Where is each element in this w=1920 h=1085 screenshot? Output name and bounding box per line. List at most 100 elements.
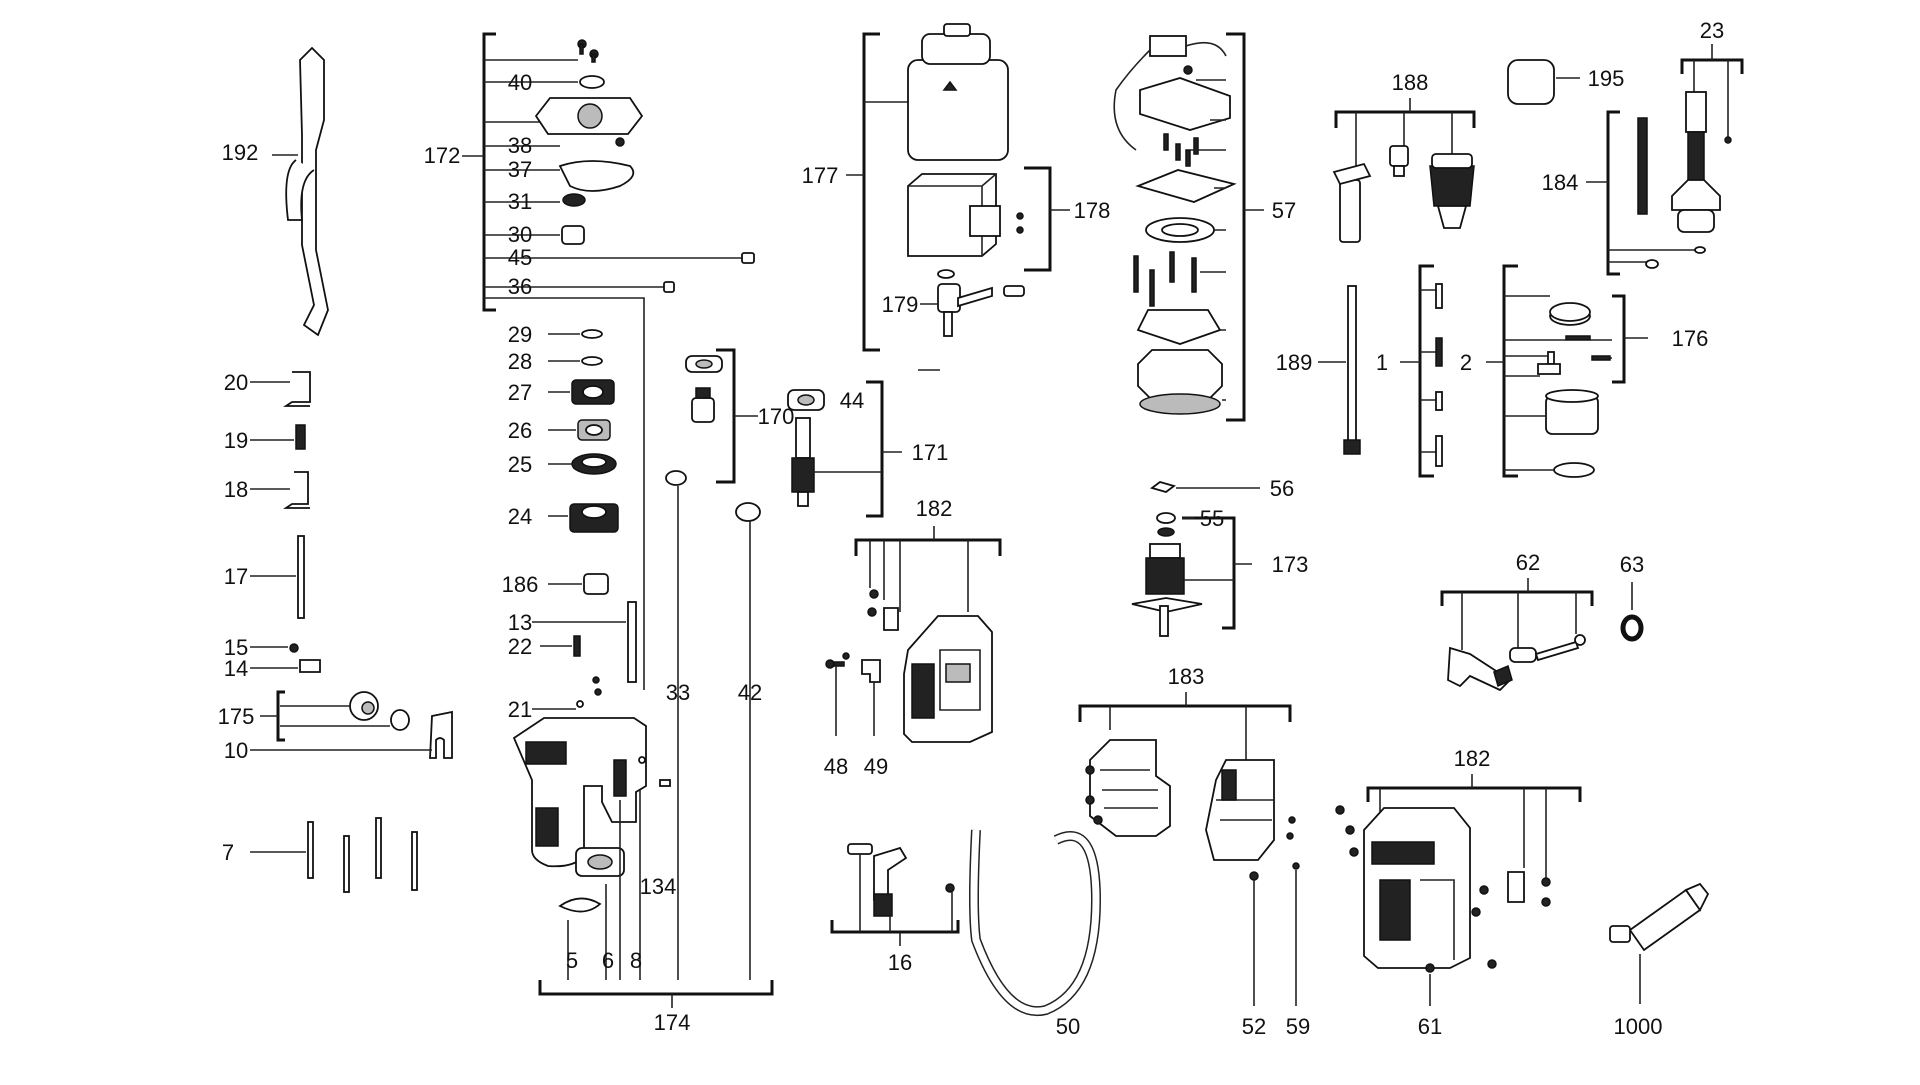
bracket-57	[1226, 32, 1246, 422]
label-48: 48	[824, 754, 848, 779]
label-19: 19	[224, 428, 248, 453]
label-173: 173	[1272, 552, 1309, 577]
part-186-sleeve	[583, 573, 609, 595]
part-182-lower-housing	[1335, 805, 1551, 969]
part-171-spindle	[791, 417, 815, 507]
label-29: 29	[508, 322, 532, 347]
label-61: 61	[1418, 1014, 1442, 1039]
label-21: 21	[508, 697, 532, 722]
label-23: 23	[1700, 18, 1724, 43]
label-192: 192	[222, 140, 259, 165]
label-36: 36	[508, 274, 532, 299]
part-62-lever-assembly	[1447, 634, 1586, 692]
label-13: 13	[508, 610, 532, 635]
label-57: 57	[1272, 198, 1296, 223]
label-189: 189	[1276, 350, 1313, 375]
label-195: 195	[1588, 66, 1625, 91]
part-178-tank-holder	[907, 173, 1024, 257]
part-20-bracket	[250, 371, 311, 407]
part-45-pin	[741, 252, 755, 264]
part-26-bearing	[577, 419, 611, 441]
label-22: 22	[508, 634, 532, 659]
part-177-water-tank	[907, 23, 1009, 161]
label-63: 63	[1620, 552, 1644, 577]
label-45: 45	[508, 245, 532, 270]
bracket-183	[1078, 704, 1292, 722]
label-175: 175	[218, 704, 255, 729]
label-172: 172	[424, 143, 461, 168]
bracket-177	[862, 32, 880, 352]
label-24: 24	[508, 504, 532, 529]
bracket-176	[1612, 294, 1626, 384]
label-42: 42	[738, 680, 762, 705]
part-13-rod	[627, 601, 637, 683]
part-48-screws	[825, 652, 850, 736]
label-170: 170	[758, 404, 795, 429]
label-182-lower: 182	[1454, 746, 1491, 771]
part-29-oring	[581, 329, 603, 339]
part-22-pin	[573, 635, 581, 657]
part-24-gear	[569, 503, 619, 533]
part-19-spring	[250, 424, 306, 450]
label-52: 52	[1242, 1014, 1266, 1039]
label-26: 26	[508, 418, 532, 443]
label-183: 183	[1168, 664, 1205, 689]
part-179-tap-valve	[937, 269, 1025, 337]
label-20: 20	[224, 370, 248, 395]
label-56: 56	[1270, 476, 1294, 501]
part-28-oring	[581, 356, 603, 366]
part-1-pins	[1435, 283, 1443, 467]
label-50: 50	[1056, 1014, 1080, 1039]
label-1000: 1000	[1614, 1014, 1663, 1039]
part-23-spindle	[1671, 91, 1732, 233]
label-44: 44	[840, 388, 864, 413]
part-25-bearing	[571, 453, 617, 475]
label-28: 28	[508, 349, 532, 374]
label-5: 5	[566, 948, 578, 973]
part-10-plate	[250, 710, 453, 759]
bracket-188	[1334, 110, 1476, 128]
part-6-bearing	[575, 847, 625, 877]
label-25: 25	[508, 452, 532, 477]
part-182-motor-housing	[867, 589, 993, 743]
part-40-washer	[579, 75, 605, 89]
bracket-178	[1024, 166, 1052, 272]
label-188: 188	[1392, 70, 1429, 95]
part-8-gear-housing	[512, 717, 647, 868]
bracket-172	[482, 32, 496, 312]
label-178: 178	[1074, 198, 1111, 223]
part-49-bracket	[861, 659, 881, 736]
label-176: 176	[1672, 326, 1709, 351]
part-188-chuck-key	[1332, 145, 1475, 243]
bracket-23	[1680, 58, 1744, 74]
part-38-cover-plate	[534, 97, 644, 147]
label-37: 37	[508, 157, 532, 182]
part-57-motor-assembly	[1113, 35, 1237, 415]
part-134-pin	[659, 779, 671, 787]
part-21-ball	[576, 700, 584, 708]
part-170-gear-assembly	[685, 355, 723, 423]
part-7-long-bolts	[250, 817, 418, 893]
label-31: 31	[508, 189, 532, 214]
part-192-handle-strap	[272, 46, 329, 337]
label-10: 10	[224, 738, 248, 763]
label-182-upper: 182	[916, 496, 953, 521]
label-174: 174	[654, 1010, 691, 1035]
part-33-bushing	[665, 470, 687, 486]
label-171: 171	[912, 440, 949, 465]
bracket-173	[1182, 516, 1236, 630]
label-62: 62	[1516, 550, 1540, 575]
part-37-gasket	[558, 160, 635, 192]
bracket-16	[830, 920, 960, 934]
part-184-drive-rod	[1637, 117, 1706, 269]
label-186: 186	[502, 572, 539, 597]
label-6: 6	[602, 948, 614, 973]
part-31-seal	[562, 193, 586, 207]
part-44-gear	[787, 389, 825, 411]
bracket-182-upper	[854, 538, 1002, 556]
bracket-182-lower	[1366, 786, 1582, 802]
label-55: 55	[1200, 506, 1224, 531]
part-1000-grease-tube	[1609, 882, 1710, 1004]
part-63-oring	[1620, 614, 1644, 642]
